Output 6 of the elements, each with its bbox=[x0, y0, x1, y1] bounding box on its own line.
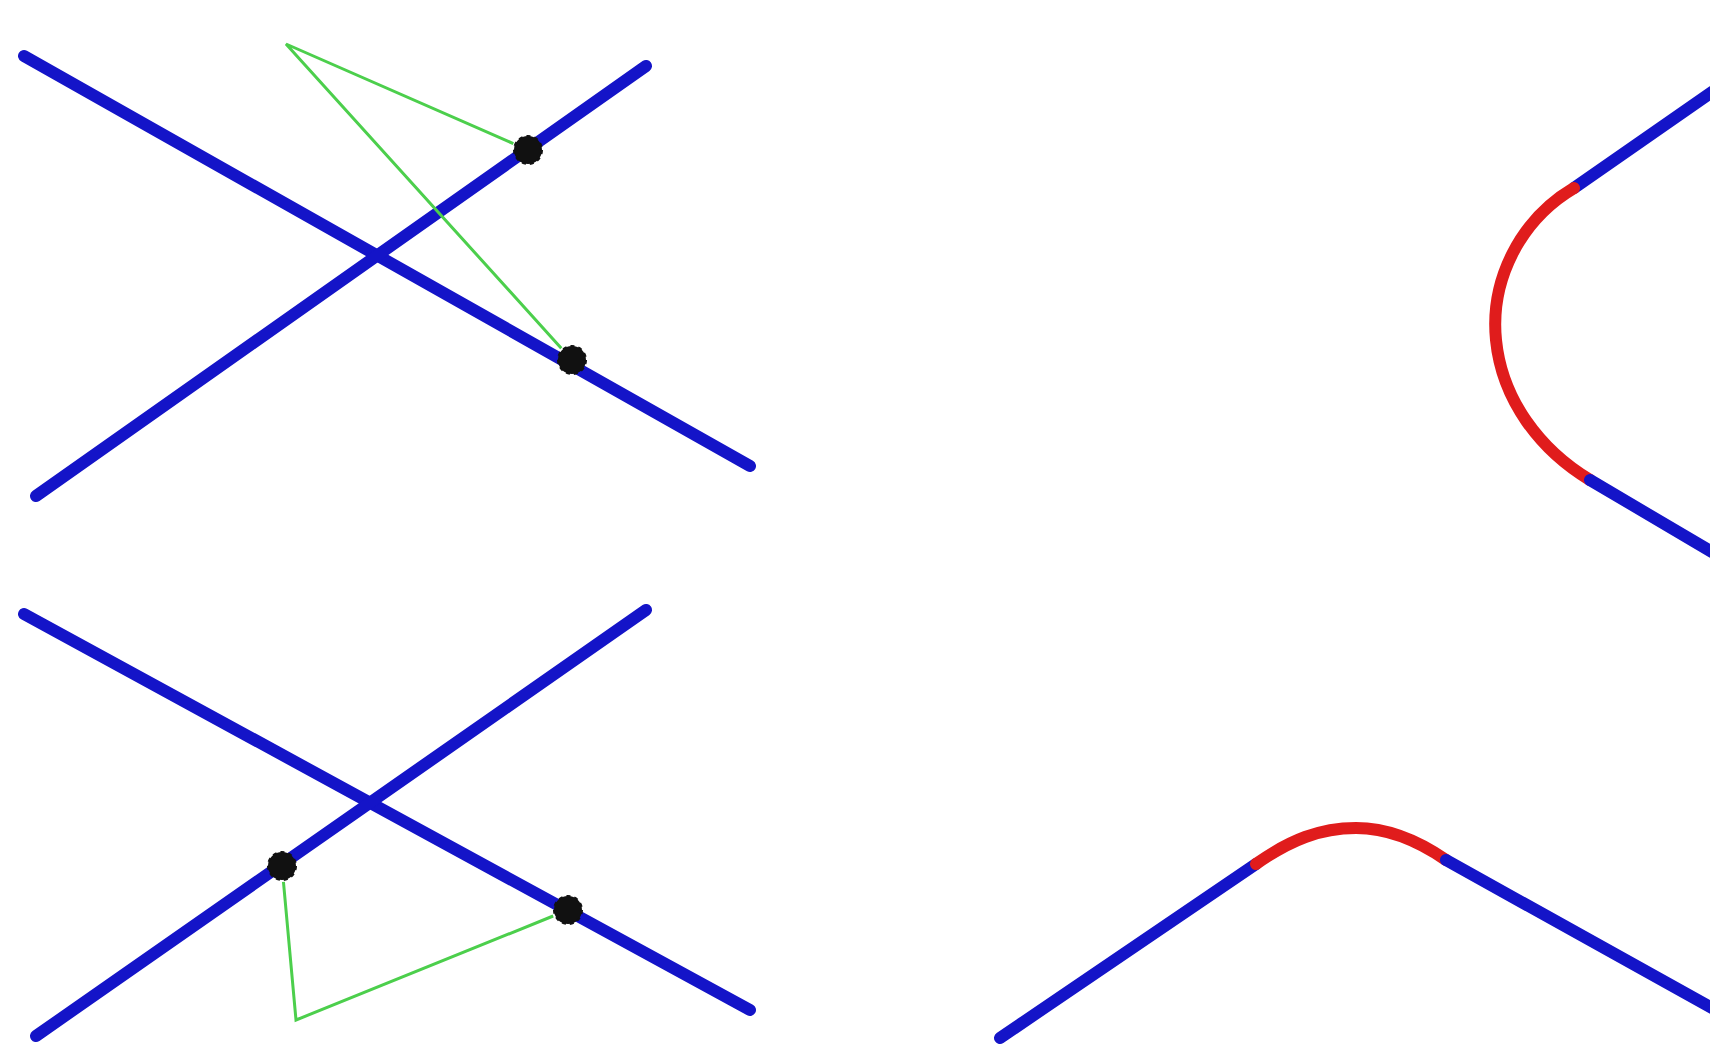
point-marker bbox=[556, 344, 588, 376]
point-marker bbox=[552, 894, 584, 926]
point-marker bbox=[512, 134, 544, 166]
connector-line bbox=[284, 42, 563, 350]
point-marker bbox=[266, 850, 298, 882]
connector-line bbox=[281, 881, 554, 1023]
